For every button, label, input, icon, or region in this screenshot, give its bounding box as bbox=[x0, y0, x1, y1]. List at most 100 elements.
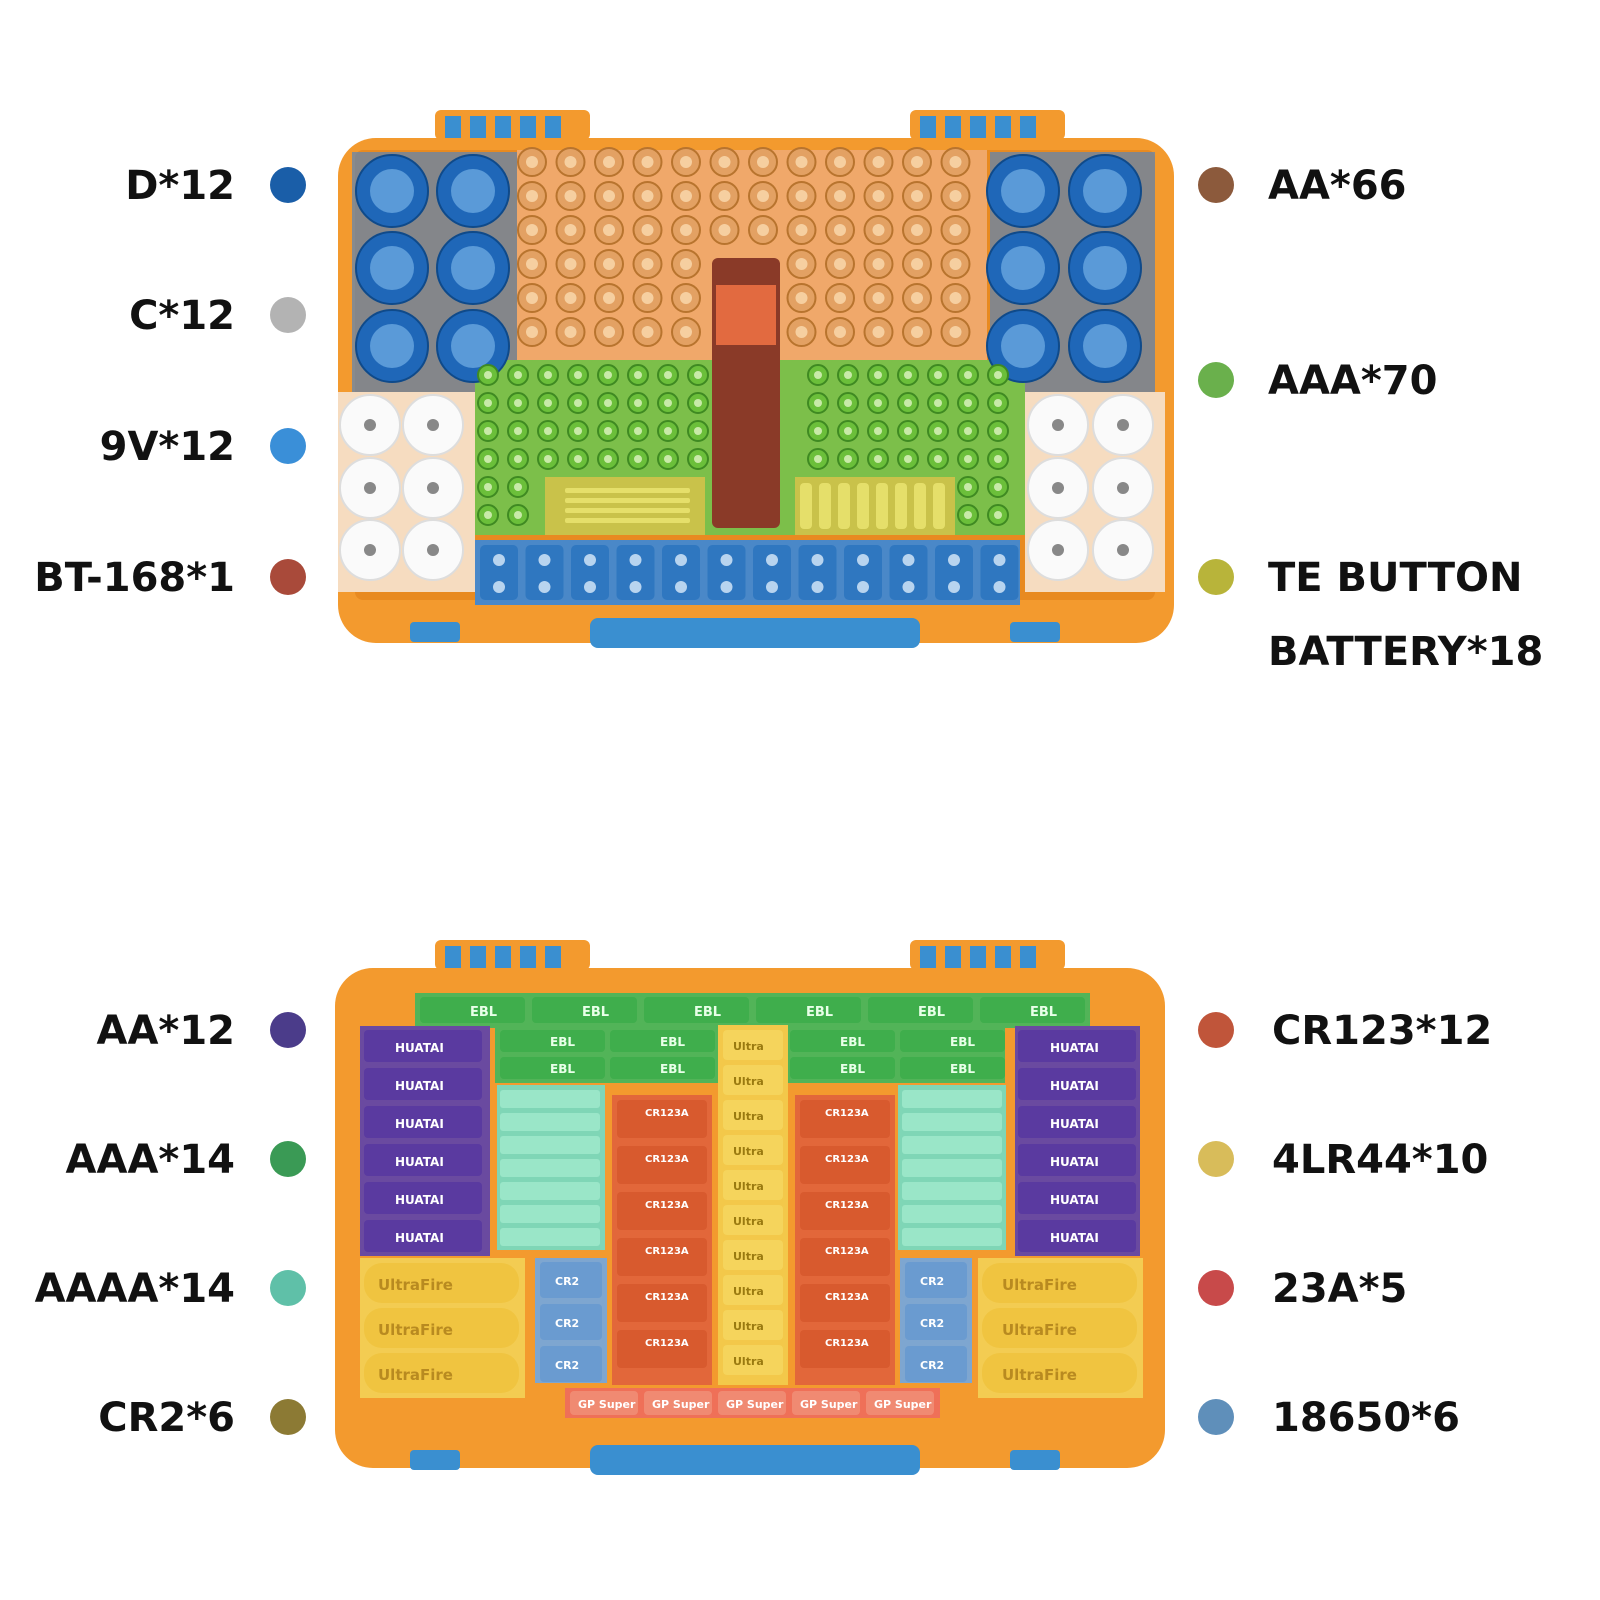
aa-cell-top bbox=[757, 156, 769, 168]
aa-cell-top bbox=[834, 190, 846, 202]
huatai-print: HUATAI bbox=[1050, 1117, 1099, 1131]
9v-battery bbox=[980, 545, 1019, 600]
aa-cell-top bbox=[564, 156, 577, 168]
cr2-cell bbox=[905, 1262, 967, 1298]
cr123-cell bbox=[617, 1330, 707, 1368]
cr123-cell bbox=[617, 1100, 707, 1138]
legend-bt168-label: BT-168*1 bbox=[34, 555, 235, 601]
cr2-print: CR2 bbox=[920, 1275, 944, 1288]
button-cell bbox=[838, 483, 850, 529]
aaaa-cell bbox=[500, 1159, 600, 1177]
ebl-print: EBL bbox=[840, 1062, 865, 1076]
9v-terminal bbox=[584, 554, 596, 566]
cr2-cell bbox=[540, 1346, 602, 1382]
legend-aaaa14-label: AAAA*14 bbox=[34, 1266, 235, 1312]
aaa-cell-top bbox=[934, 455, 942, 463]
9v-battery bbox=[616, 545, 655, 600]
9v-terminal bbox=[766, 554, 778, 566]
huatai-print: HUATAI bbox=[1050, 1079, 1099, 1093]
ebl-print: EBL bbox=[1030, 1005, 1057, 1020]
aa-cell-top bbox=[911, 190, 923, 202]
9v-battery bbox=[525, 545, 564, 600]
ebl-print: EBL bbox=[550, 1062, 575, 1076]
18650-cell bbox=[364, 1263, 519, 1303]
aa-cell-top bbox=[603, 156, 615, 168]
aa-cell-top bbox=[680, 292, 692, 304]
ultrafire-print: UltraFire bbox=[1002, 1366, 1077, 1384]
aaa-cell-top bbox=[964, 483, 972, 491]
aaa-cell-top bbox=[664, 371, 672, 379]
9v-terminal bbox=[857, 581, 869, 593]
button-cell bbox=[895, 483, 907, 529]
18650-cell bbox=[982, 1263, 1137, 1303]
aa-cell-top bbox=[911, 224, 923, 236]
23a-cell bbox=[718, 1391, 786, 1415]
9v-terminal bbox=[427, 419, 439, 431]
button-cell bbox=[819, 483, 831, 529]
4lr44-cell bbox=[723, 1310, 783, 1340]
d-cell-top bbox=[451, 324, 495, 368]
aa-cell-top bbox=[526, 156, 538, 168]
aaaa-cell bbox=[902, 1090, 1002, 1108]
ultrafire-print: UltraFire bbox=[378, 1366, 453, 1384]
legend-c-label: C*12 bbox=[129, 293, 235, 339]
button-cell bbox=[565, 518, 690, 523]
gp-print: GP Super bbox=[652, 1398, 710, 1411]
aaa-cell-top bbox=[514, 483, 522, 491]
legend-aaa14-label: AAA*14 bbox=[65, 1137, 235, 1183]
button-cell bbox=[565, 488, 690, 493]
9v-terminal bbox=[1117, 482, 1129, 494]
huatai-print: HUATAI bbox=[395, 1193, 444, 1207]
legend-te-button-label: TE BUTTON bbox=[1268, 555, 1523, 601]
9v-terminal bbox=[811, 554, 824, 566]
cr123-print: CR123A bbox=[825, 1108, 869, 1119]
aa-cell-top bbox=[911, 292, 923, 304]
18650-cell bbox=[982, 1308, 1137, 1348]
4lr44-cell bbox=[723, 1240, 783, 1270]
9v-terminal bbox=[629, 581, 642, 593]
bottom-handle-right bbox=[910, 940, 1065, 970]
aaa-ebl-cell bbox=[500, 1030, 605, 1052]
cr123-print: CR123A bbox=[825, 1292, 869, 1303]
9v-terminal bbox=[493, 554, 505, 566]
aaa-cell-top bbox=[544, 371, 552, 379]
aaa-cell-top bbox=[904, 399, 912, 407]
aaa-cell-top bbox=[634, 371, 642, 379]
button-cell bbox=[565, 508, 690, 513]
ultrafire-print: UltraFire bbox=[378, 1321, 453, 1339]
legend-c-dot bbox=[270, 297, 306, 333]
top-latch-center bbox=[590, 618, 920, 648]
aa-huatai-cell bbox=[1018, 1106, 1136, 1138]
legend-9v-dot bbox=[270, 428, 306, 464]
9v-terminal bbox=[720, 581, 733, 593]
9v-terminal bbox=[538, 554, 551, 566]
aa-cell-top bbox=[949, 258, 962, 270]
aaaa-cell bbox=[902, 1113, 1002, 1131]
9v-battery bbox=[844, 545, 882, 600]
huatai-print: HUATAI bbox=[395, 1231, 444, 1245]
ebl-print: EBL bbox=[950, 1062, 975, 1076]
aa-cell-top bbox=[526, 224, 538, 236]
cr2-print: CR2 bbox=[555, 1359, 579, 1372]
button-cell bbox=[933, 483, 945, 529]
bottom-aa-right bbox=[1015, 1026, 1140, 1256]
huatai-print: HUATAI bbox=[395, 1041, 444, 1055]
cr2-cell bbox=[905, 1304, 967, 1340]
ebl-print: EBL bbox=[840, 1035, 865, 1049]
aaaa-cell bbox=[500, 1090, 600, 1108]
d-cell-top bbox=[1083, 324, 1127, 368]
4lr44-cell bbox=[723, 1065, 783, 1095]
9v-terminal bbox=[1117, 419, 1129, 431]
aaa-cell-top bbox=[664, 455, 672, 463]
ultrafire-print: UltraFire bbox=[378, 1276, 453, 1294]
aa-cell-top bbox=[834, 292, 846, 304]
aaa-cell-top bbox=[514, 511, 522, 519]
cr2-cell bbox=[540, 1262, 602, 1298]
legend-23a-dot bbox=[1198, 1270, 1234, 1306]
gp-print: GP Super bbox=[726, 1398, 784, 1411]
aa-cell-top bbox=[911, 326, 923, 338]
aa-cell-top bbox=[718, 156, 731, 168]
aa-cell-top bbox=[757, 224, 769, 236]
aaa-ebl-cell bbox=[900, 1030, 1005, 1052]
